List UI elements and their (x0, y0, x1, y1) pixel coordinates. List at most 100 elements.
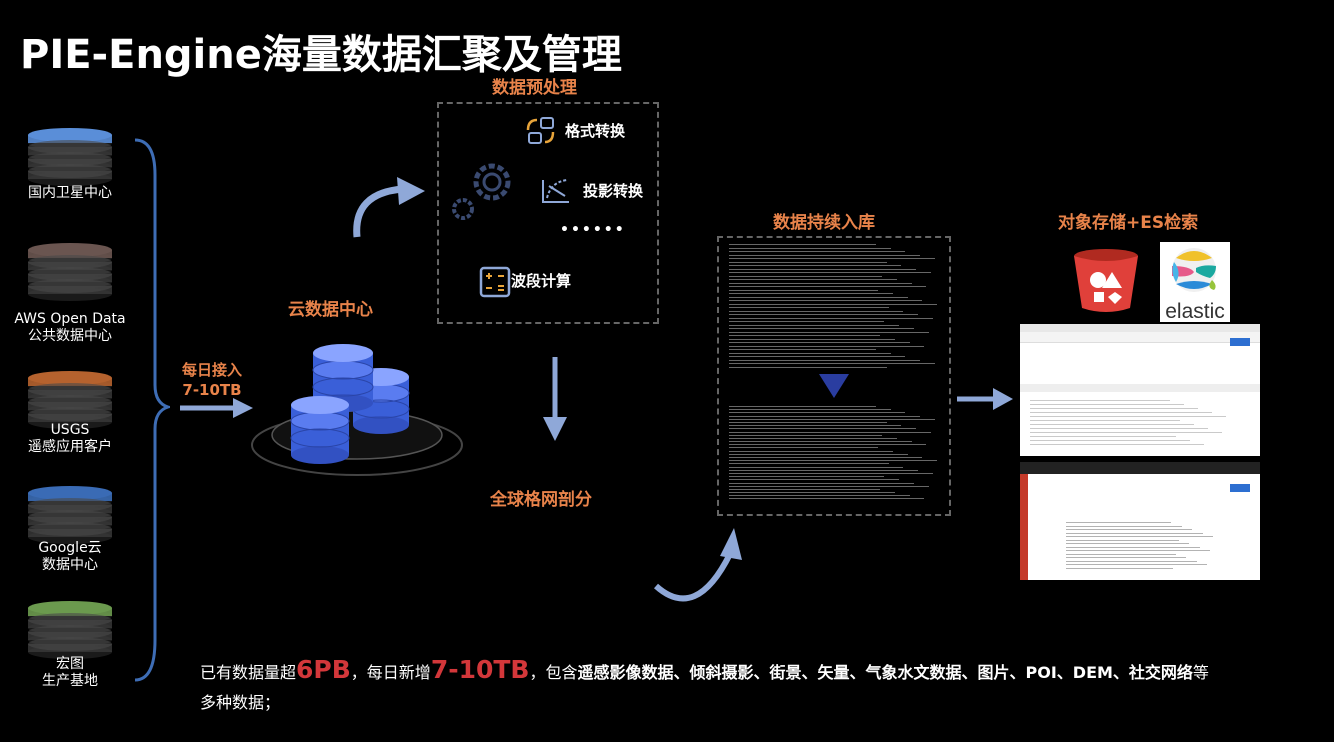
terminal-line (1066, 529, 1192, 530)
preprocess-ellipsis: •••••• (560, 222, 626, 238)
terminal-line (729, 328, 914, 329)
terminal-line (729, 261, 887, 263)
terminal-line (729, 303, 937, 305)
terminal-line (729, 265, 902, 266)
down-arrow (543, 357, 567, 441)
ingest-label-line2: 7-10TB (182, 381, 242, 399)
terminal-line (729, 437, 897, 439)
terminal-line (729, 418, 935, 420)
terminal-line (729, 488, 881, 490)
terminal-line (729, 310, 904, 312)
terminal-line (729, 457, 923, 458)
terminal-line (1066, 550, 1210, 551)
terminal-line (729, 300, 923, 301)
right-arrow (957, 388, 1013, 410)
terminal-line (729, 472, 933, 474)
terminal-line (1066, 560, 1197, 562)
terminal-line (729, 272, 931, 273)
terminal-line (729, 324, 900, 326)
preprocess-title: 数据预处理 (492, 78, 577, 98)
terminal-line (729, 335, 881, 336)
terminal-line (729, 441, 912, 443)
terminal-line (729, 498, 925, 500)
terminal-line (1066, 536, 1213, 537)
summary-prefix: 已有数据量超 (200, 663, 297, 682)
terminal-line (729, 466, 904, 468)
terminal-line (1066, 546, 1200, 548)
terminal-line (729, 293, 893, 294)
elastic-label: elastic (1165, 300, 1225, 323)
source-label-line1: 宏图 (56, 656, 84, 672)
summary-text: 已有数据量超6PB，每日新增7-10TB，包含遥感影像数据、倾斜摄影、街景、矢量… (200, 655, 1220, 718)
terminal-output-top (729, 244, 939, 372)
terminal-line (1030, 444, 1204, 445)
projection-convert-icon (542, 179, 569, 203)
terminal-line (729, 428, 916, 430)
terminal-line (1030, 400, 1170, 401)
terminal-line (1030, 428, 1208, 429)
terminal-line (729, 359, 921, 361)
elastic-icon (1172, 248, 1216, 292)
terminal-line (729, 412, 906, 414)
terminal-line (729, 342, 910, 343)
gear-icon (452, 163, 511, 220)
terminal-line (1030, 440, 1190, 441)
terminal-line (729, 463, 889, 465)
terminal-line (729, 431, 931, 433)
source-brace (134, 138, 170, 682)
source-label-line2: 数据中心 (42, 557, 98, 573)
ingest-label: 每日接入 7-10TB (180, 360, 244, 400)
grid-split-label: 全球格网剖分 (490, 490, 592, 510)
es-console-screenshot-2 (1020, 462, 1260, 580)
terminal-line (729, 444, 927, 446)
summary-suffix: 等多种数据； (200, 663, 1209, 712)
terminal-output-bottom (729, 406, 939, 504)
terminal-down-arrow (819, 374, 849, 398)
terminal-line (729, 425, 902, 427)
ingest-terminal-box (717, 236, 951, 516)
database-icon (28, 128, 112, 186)
terminal-line (729, 282, 912, 284)
ingest-label-line1: 每日接入 (181, 361, 242, 379)
terminal-line (1030, 424, 1194, 425)
source-label-line2: 生产基地 (42, 673, 98, 689)
curved-arrow-to-preprocess (353, 177, 425, 238)
elastic-logo: elastic (1160, 242, 1230, 323)
terminal-line (729, 415, 921, 417)
source-label-line1: USGS (50, 422, 90, 438)
terminal-line (729, 244, 876, 245)
continuous-ingest-title: 数据持续入库 (773, 213, 875, 233)
source-label: Google云数据中心 (5, 540, 135, 574)
terminal-line (729, 492, 895, 494)
preprocess-box: 格式转换 投影转换 •••••• 波段计算 (437, 102, 659, 324)
terminal-line (729, 314, 918, 315)
terminal-line (729, 268, 916, 270)
terminal-line (729, 352, 891, 354)
curved-arrow-to-ingest (653, 528, 742, 602)
terminal-line (1030, 420, 1180, 421)
terminal-line (729, 247, 891, 249)
source-label-line1: AWS Open Data (14, 311, 126, 327)
es-console-screenshot-1 (1020, 324, 1260, 456)
terminal-line (729, 258, 935, 259)
source-label-line2: 公共数据中心 (28, 328, 112, 344)
terminal-line (729, 450, 893, 452)
terminal-line (1030, 416, 1226, 417)
terminal-line (729, 482, 914, 484)
cloud-center-label: 云数据中心 (288, 300, 373, 320)
terminal-line (729, 307, 889, 308)
preprocess-item-band: 波段计算 (511, 272, 572, 290)
terminal-line (729, 479, 900, 481)
terminal-line (729, 286, 927, 287)
storage-title: 对象存储+ES检索 (1058, 213, 1199, 233)
terminal-line (1030, 432, 1222, 433)
terminal-line (729, 363, 935, 364)
format-convert-icon (526, 117, 555, 144)
terminal-line (729, 485, 929, 487)
terminal-line (729, 469, 918, 471)
summary-daily-prefix: ，每日新增 (350, 663, 431, 682)
terminal-line (1066, 553, 1176, 555)
terminal-line (729, 495, 910, 497)
terminal-line (1030, 404, 1184, 405)
